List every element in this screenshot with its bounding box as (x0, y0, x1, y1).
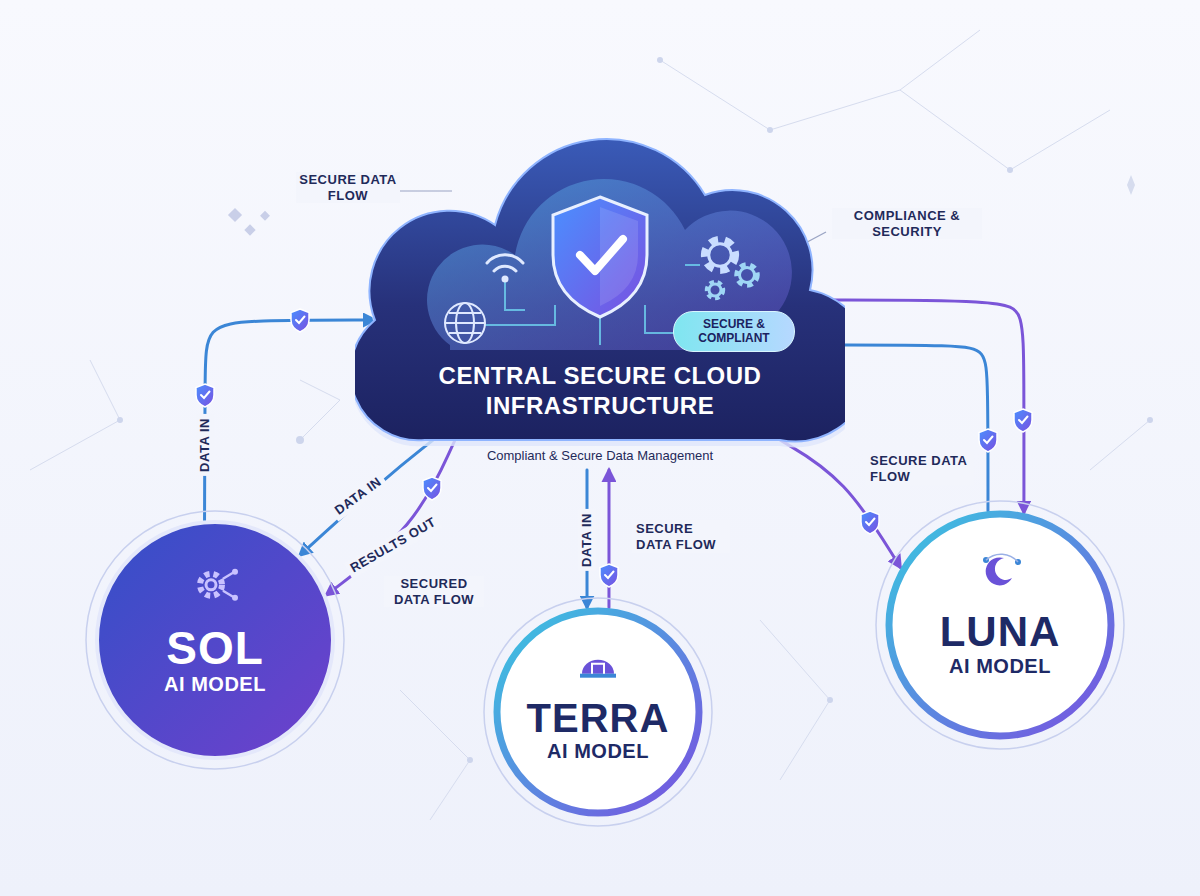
node-subtitle: Compliant & Secure Data Management (385, 448, 815, 464)
edge-label: RESULTS OUT (343, 511, 442, 578)
data-flow-arrow (825, 345, 988, 511)
shield-icon (1014, 409, 1032, 432)
model-circle: LUNAAI MODEL (885, 510, 1115, 740)
shield-icon (196, 384, 214, 407)
shield-icon (291, 309, 309, 332)
model-name: TERRA (527, 696, 670, 740)
shield-icon (979, 429, 997, 452)
node-title: CENTRAL SECURE CLOUD INFRASTRUCTURE (385, 361, 815, 421)
leader-line (400, 190, 452, 191)
callout-label: SECURE DATA FLOW (296, 172, 400, 203)
edge-label: SECURE DATA FLOW (866, 452, 974, 485)
model-circle: SOLAI MODEL (95, 520, 335, 760)
model-name: LUNA (940, 609, 1061, 655)
model-subtitle: AI MODEL (164, 673, 266, 695)
callout-label: COMPLIANCE & SECURITY (832, 208, 982, 239)
pill-text: SECURE & COMPLIANT (686, 317, 782, 346)
model-name: SOL (166, 623, 264, 674)
shield-icon (423, 477, 441, 500)
model-circle: TERRAAI MODEL (493, 607, 703, 817)
model-subtitle: AI MODEL (547, 740, 649, 762)
shield-icon (600, 564, 618, 587)
model-subtitle: AI MODEL (949, 655, 1051, 677)
data-flow-arrow (326, 440, 455, 595)
edge-label: SECURE DATA FLOW (632, 520, 730, 553)
callout-label: SECURED DATA FLOW (384, 576, 484, 607)
edge-label: DATA IN (578, 509, 596, 571)
edge-label: DATA IN (328, 471, 388, 522)
shield-icon (861, 511, 879, 534)
status-pill: SECURE & COMPLIANT (673, 311, 795, 352)
edge-label: DATA IN (196, 414, 214, 476)
cloud-node: CENTRAL SECURE CLOUD INFRASTRUCTURE Compl… (355, 105, 845, 470)
